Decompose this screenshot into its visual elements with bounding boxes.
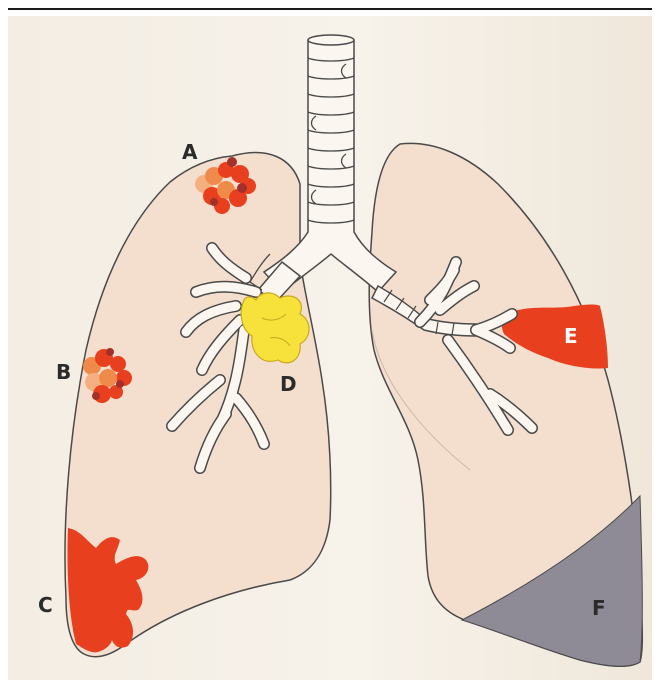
label-a: A — [182, 140, 198, 164]
label-d: D — [280, 372, 297, 396]
label-b: B — [56, 360, 71, 384]
label-c: C — [38, 593, 53, 617]
label-e: E — [564, 324, 578, 348]
label-f: F — [592, 596, 606, 620]
